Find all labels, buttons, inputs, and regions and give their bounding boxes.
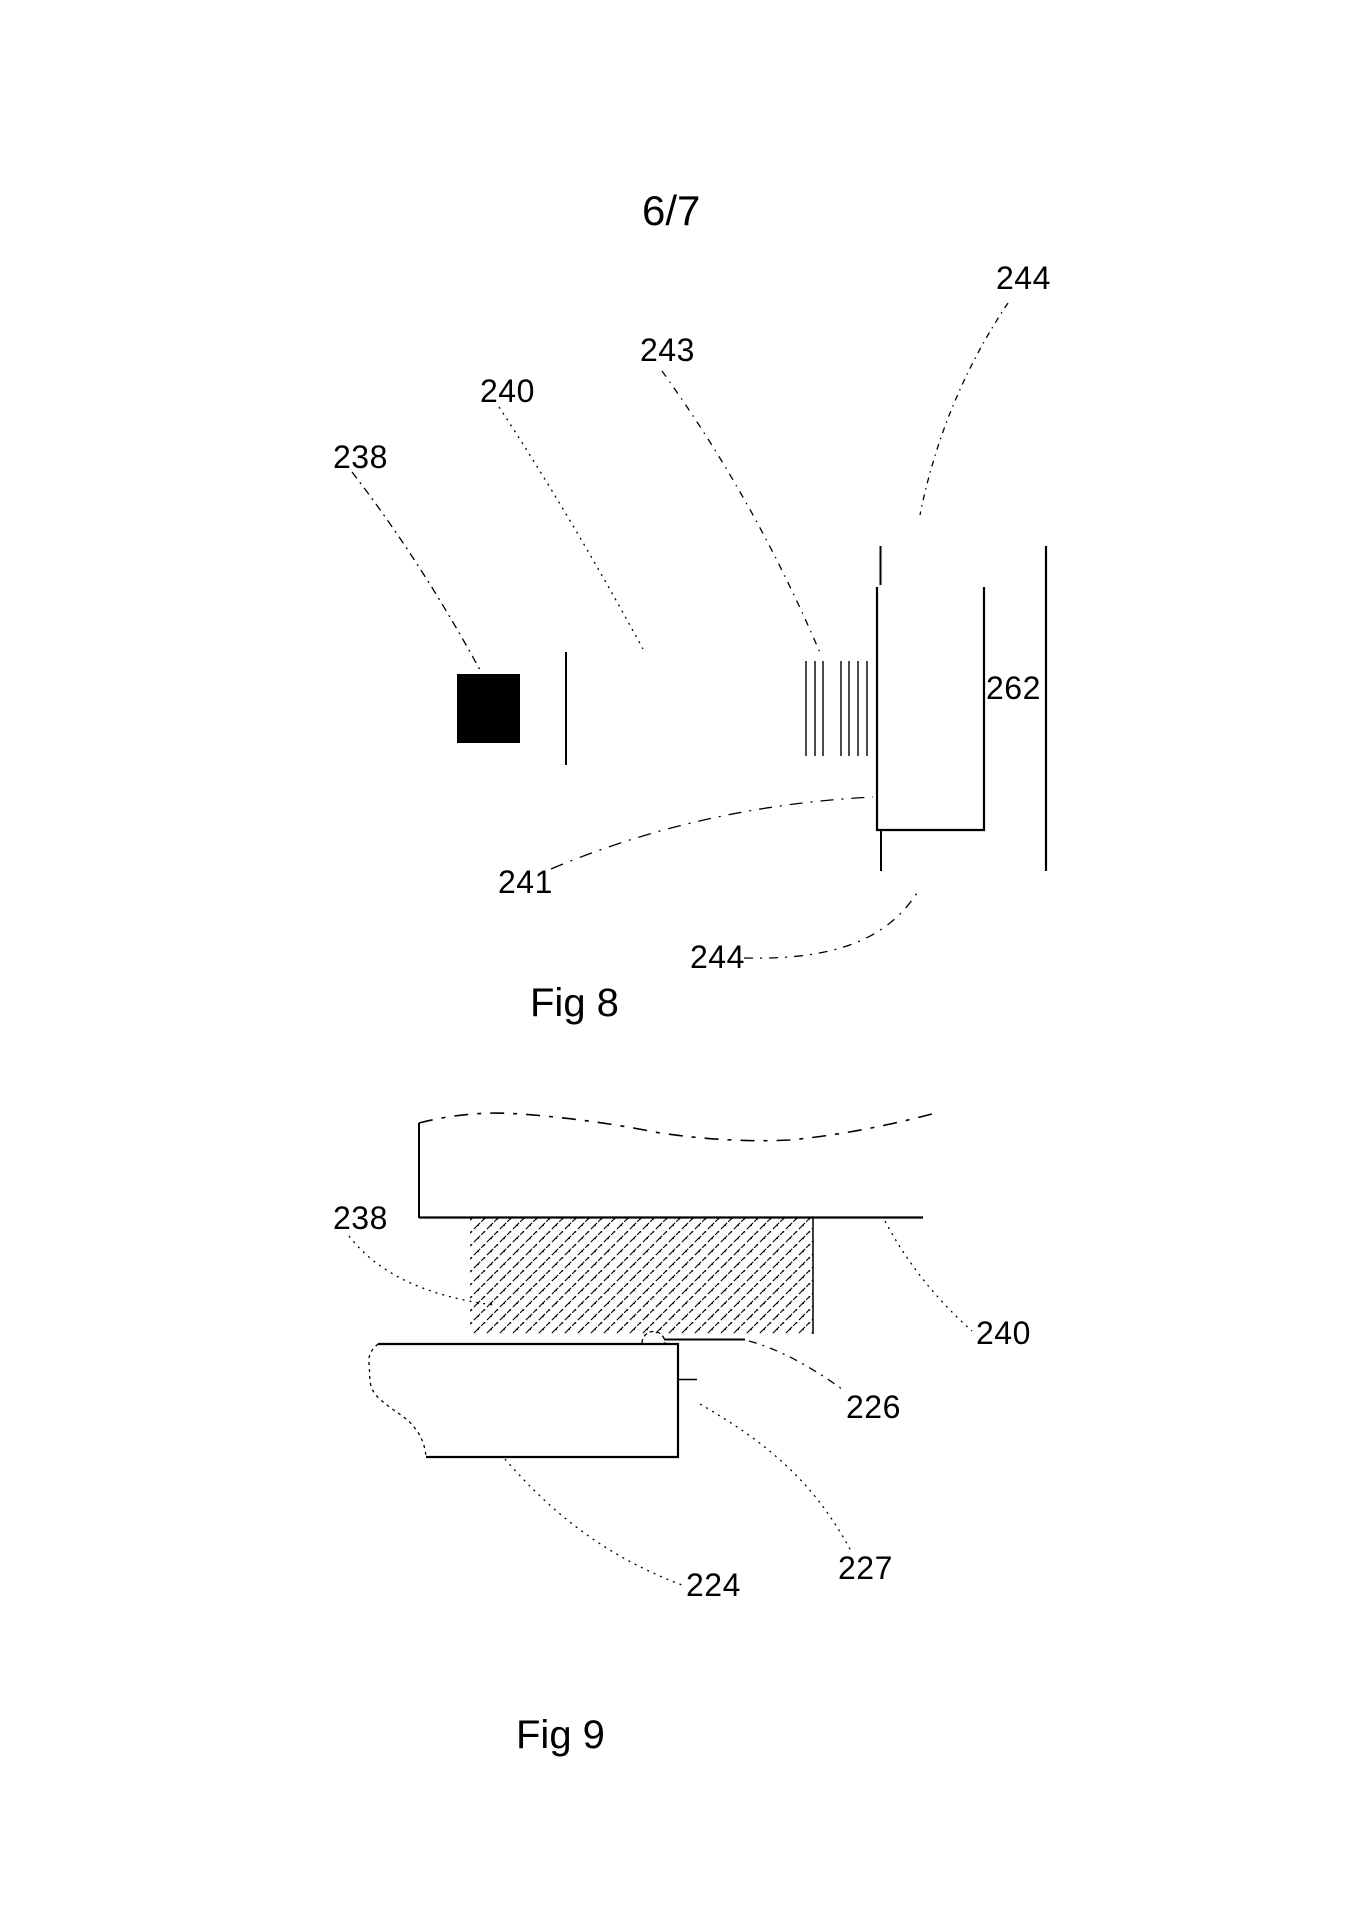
fig8-ref-243: 243 [640,332,695,368]
fig9-ref-226: 226 [846,1389,901,1425]
fig9-dome-bump [641,1330,666,1344]
fig9-leader-226 [748,1340,847,1393]
fig8-leader-240 [498,406,644,650]
fig8-black-element [457,674,520,743]
sheet-index: 6/7 [642,187,701,234]
fig9-leader-238 [348,1235,495,1306]
fig9-plate-broken-top-edge [418,1112,933,1142]
fig9-leader-227 [699,1403,852,1552]
fig8-ref-241: 241 [498,864,553,900]
fig8-leader-243 [661,370,822,656]
fig8-leader-241 [550,796,874,870]
fig9-group [348,1112,973,1586]
fig9-leader-224 [504,1458,683,1586]
fig8-leader-244-bottom [743,892,918,959]
fig8-ref-238: 238 [333,439,388,475]
fig8-ref-262: 262 [986,670,1041,706]
fig8-group [351,302,1048,959]
fig9-hatched-block [470,1218,813,1335]
fig8-caption: Fig 8 [530,981,619,1025]
fig8-leader-244-top [919,302,1009,516]
fig8-recess-rectangle [875,587,986,832]
fig8-ref-244-bottom: 244 [690,939,745,975]
fig9-lower-block-break-edge [368,1343,427,1458]
fig9-lower-block-outline [378,1342,680,1459]
fig9-ref-224: 224 [686,1567,741,1603]
fig9-ref-238: 238 [333,1200,388,1236]
fig9-caption: Fig 9 [516,1713,605,1757]
fig9-ref-227: 227 [838,1550,893,1586]
fig9-leader-240 [884,1220,973,1332]
fig8-hatch-lines [805,661,868,756]
fig8-ref-244-top: 244 [996,260,1051,296]
fig8-leader-238 [351,471,481,671]
fig9-ref-240: 240 [976,1315,1031,1351]
fig8-ref-240: 240 [480,373,535,409]
